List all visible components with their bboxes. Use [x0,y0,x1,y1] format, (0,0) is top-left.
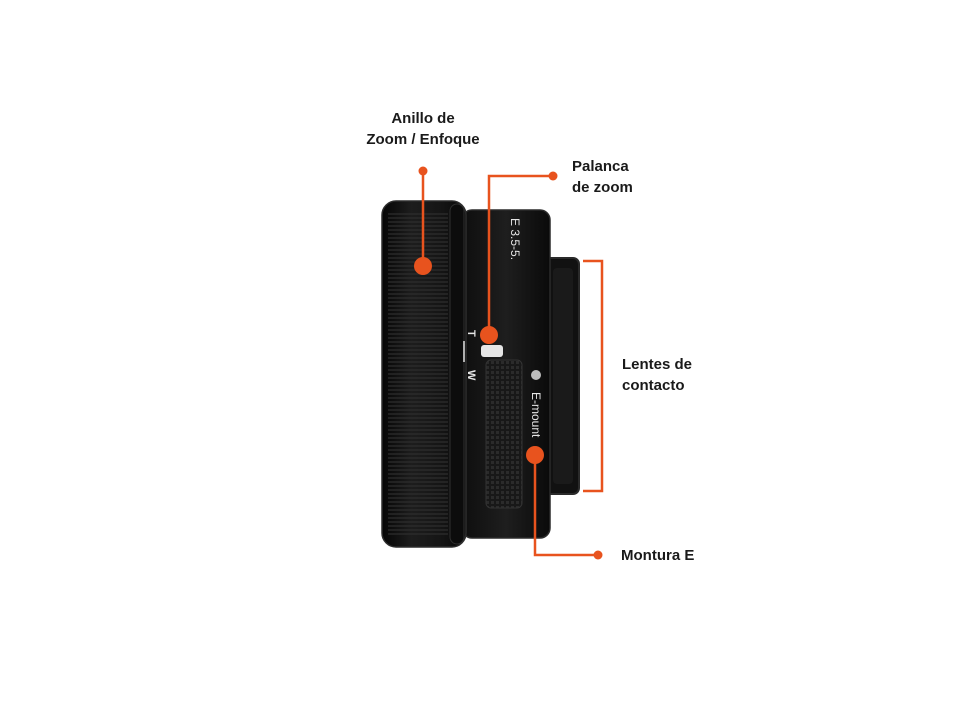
label-line: Anillo de [391,110,455,127]
lever-leader-line [487,174,553,334]
mount-index-dot [531,370,541,380]
label-line: contacto [622,377,685,394]
mount-target-dot [526,446,544,464]
mount-end-dot [593,550,603,560]
label-zoom-focus-ring: Anillo de Zoom / Enfoque [344,108,502,150]
label-zoom-lever: Palanca de zoom [572,156,633,198]
contacts-bracket [583,259,604,493]
zoom-lever-grip [485,359,523,509]
label-line: de zoom [572,179,633,196]
wide-marking: W [465,370,477,381]
label-e-mount: Montura E [621,545,694,566]
lever-target-dot [480,326,498,344]
tele-marking: T [465,330,477,337]
ring-top-dot [418,166,428,176]
e-mount-marking: E-mount [529,392,543,438]
focal-length-marking: E 3.5-5. [508,218,522,260]
label-line: Montura E [621,547,695,564]
mount-leader-line [533,455,598,557]
zoom-lever-slot [481,345,503,357]
label-line: Zoom / Enfoque [366,131,480,148]
ring-grip-ribs [388,213,448,535]
ring-front-edge [449,203,465,545]
label-line: Palanca [572,158,629,175]
label-line: Lentes de [622,356,693,373]
ring-target-dot [414,257,432,275]
lever-end-dot [548,171,558,181]
label-contacts: Lentes de contacto [622,354,692,396]
rear-mount-inner [553,268,573,484]
